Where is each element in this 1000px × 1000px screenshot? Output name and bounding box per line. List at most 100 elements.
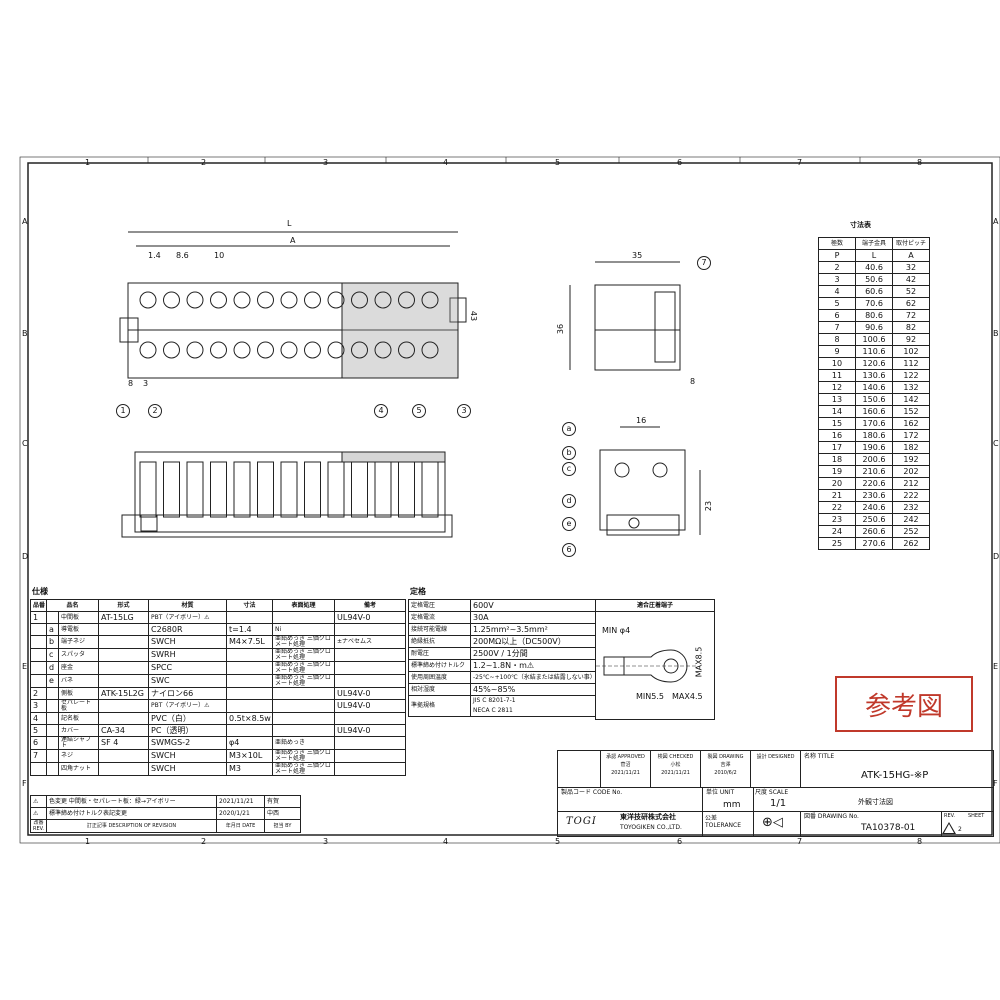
table-cell [334,712,407,725]
dim-label: 43 [469,310,479,322]
table-cell: 相対湿度 [408,683,471,696]
table-cell [46,749,59,763]
grid-row-label: C [22,439,28,448]
terminal-screw [280,341,298,359]
table-cell: b [46,635,59,649]
table-cell: 13 [818,393,856,406]
terminal-screw [398,341,415,359]
table-cell: 42 [892,273,930,286]
dim-label: 8 [690,377,696,386]
dim-A-label: A [290,236,296,245]
table-cell: SWRH [148,648,228,662]
callout-balloon: 4 [374,404,388,418]
table-cell [30,635,47,649]
grid-column-label: 7 [797,158,803,167]
table-cell: 52 [892,285,930,298]
table-cell: a [46,623,59,636]
model-title: ATK-15HG-※P [861,770,929,781]
table-cell: 82 [892,321,930,334]
table-cell [334,736,407,750]
terminal-screw [421,341,439,359]
table-cell: 品番 [30,599,47,612]
table-cell: 訂正記事 DESCRIPTION OF REVISION [46,819,217,833]
table-cell: e [46,674,59,688]
table-cell: 亜鉛めっき 三価クロメート処理 [272,635,336,649]
table-cell: 60.6 [855,285,893,298]
table-cell: SWCH [148,635,228,649]
table-cell: 72 [892,309,930,322]
signature-name: 小松 [670,762,681,768]
table-cell: 中西 [264,807,301,820]
table-cell: 130.6 [855,369,893,382]
table-cell: 24 [818,525,856,538]
table-cell: 162 [892,417,930,430]
table-cell: 90.6 [855,321,893,334]
terminal-screw [421,291,439,309]
table-cell: スパッタ [57,648,100,662]
table-cell: 亜鉛めっき 三価クロメート処理 [272,661,336,675]
table-cell: 45%~85% [470,683,596,696]
terminal-screw [351,291,368,309]
callout-balloon: 3 [457,404,471,418]
signature-label: 設計 DESIGNED [756,754,795,760]
table-cell: UL94V-0 [334,699,407,713]
company-name-jp: 東洋技研株式会社 [620,813,676,821]
terminal-screw [186,291,204,309]
drawing-number: TA10378-01 [861,823,916,833]
signature-date: 2021/11/21 [611,770,640,776]
table-cell [226,674,274,688]
grid-column-label: 4 [443,158,449,167]
table-cell: 絶縁抵抗 [408,635,471,648]
terminal-screw [280,291,298,309]
terminal-screw [139,291,157,309]
table-cell: 有賀 [264,795,301,808]
table-cell [98,712,150,725]
callout-balloon: 2 [148,404,162,418]
table-cell [272,611,336,624]
table-cell: c [46,648,59,662]
rating-title: 定格 [410,587,426,596]
table-cell: 使用周囲温度 [408,671,471,684]
table-cell [334,648,407,662]
table-cell: 年月日 DATE [216,819,265,833]
table-cell: ⚠ [30,807,47,820]
table-cell: 担当 BY [264,819,301,833]
table-cell: 132 [892,381,930,394]
table-cell: ナイロン66 [148,687,228,700]
table-cell: 212 [892,477,930,490]
table-cell: 寸法 [226,599,274,612]
table-cell [272,712,336,725]
terminal-screw [163,291,180,309]
table-cell: セパレート板 [57,699,100,713]
terminal-title: 適合圧着端子 [596,600,714,612]
grid-row-label: C [993,439,999,448]
terminal-box: 適合圧着端子 MIN φ4 MAX8.5 MIN5.5 MAX4.5 [595,599,715,720]
table-cell: 標準締め付けトルク [408,659,471,672]
table-cell: SWC [148,674,228,688]
grid-row-label: E [993,662,999,671]
spec-title: 仕様 [32,587,48,596]
table-cell: 192 [892,453,930,466]
table-cell: 17 [818,441,856,454]
callout-balloon: b [562,446,576,460]
callout-balloon: 1 [116,404,130,418]
grid-row-label: F [993,779,998,788]
terminal-screw [233,341,251,359]
table-cell [98,661,150,675]
grid-column-label: 6 [677,837,683,846]
